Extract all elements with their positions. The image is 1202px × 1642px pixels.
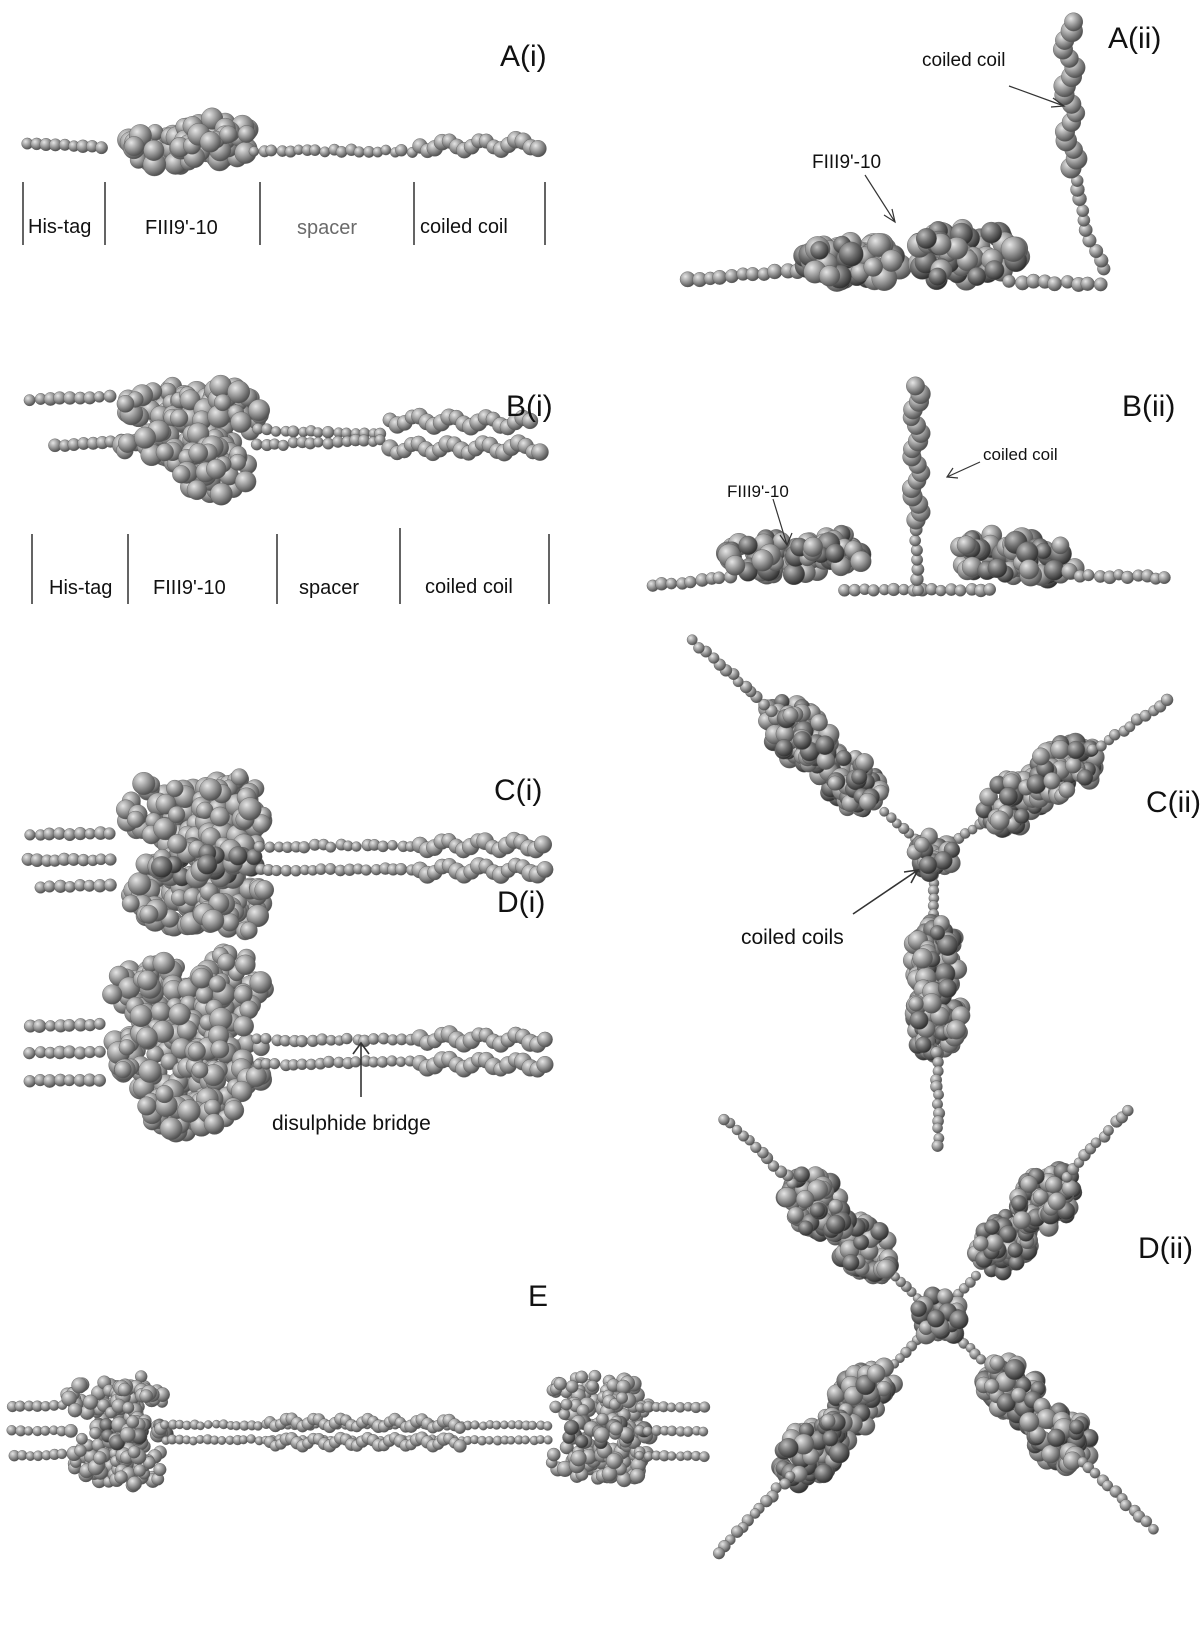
annotation-a-ii-fiii: FIII9'-10 [812,153,881,172]
arrow-a-ii-fiii [865,175,895,222]
model-b-ii [647,377,1171,597]
model-a-i [22,108,547,176]
segment-label-coiled-coil-b: coiled coil [425,577,513,597]
segment-label-spacer: spacer [297,218,357,238]
model-e [7,1370,710,1492]
panel-label-d-ii: D(ii) [1138,1234,1193,1264]
segment-label-coiled-coil: coiled coil [420,217,508,237]
model-b-i [24,375,549,505]
segment-label-spacer-b: spacer [299,578,359,598]
segment-label-fiii: FIII9'-10 [145,218,218,238]
panel-label-a-i: A(i) [500,42,547,72]
annotation-c-ii-coils: coiled coils [741,927,844,948]
annotation-a-ii-coil: coiled coil [922,51,1005,70]
panel-label-a-ii: A(ii) [1108,24,1161,54]
annotation-b-ii-coil: coiled coil [983,446,1058,463]
arrow-c-ii-coils [853,870,918,914]
panel-label-c-ii: C(ii) [1146,788,1201,818]
segment-label-his-tag: His-tag [28,217,91,237]
segment-label-his-tag-b: His-tag [49,578,112,598]
model-c-ii [687,635,1173,1152]
panel-label-c-i: C(i) [494,776,542,806]
model-d-ii [713,1105,1158,1559]
annotation-e-bridge: disulphide bridge [272,1113,431,1134]
annotation-b-ii-fiii: FIII9'-10 [727,483,789,500]
segment-label-fiii-b: FIII9'-10 [153,578,226,598]
panel-label-d-i: D(i) [497,888,545,918]
model-a-ii [680,13,1110,292]
panel-label-e: E [528,1282,548,1312]
panel-label-b-ii: B(ii) [1122,392,1175,422]
model-c-i [22,769,553,940]
panel-label-b-i: B(i) [506,392,553,422]
